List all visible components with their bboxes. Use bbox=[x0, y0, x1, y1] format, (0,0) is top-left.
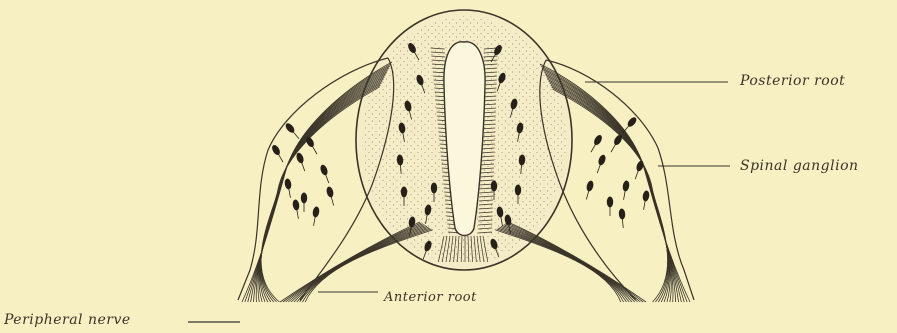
spinal-ganglion-label: Spinal ganglion bbox=[740, 158, 859, 174]
peripheral-nerve-label: Peripheral nerve bbox=[4, 312, 131, 328]
posterior-root-label: Posterior root bbox=[740, 73, 845, 89]
anterior-root-label: Anterior root bbox=[384, 290, 477, 305]
